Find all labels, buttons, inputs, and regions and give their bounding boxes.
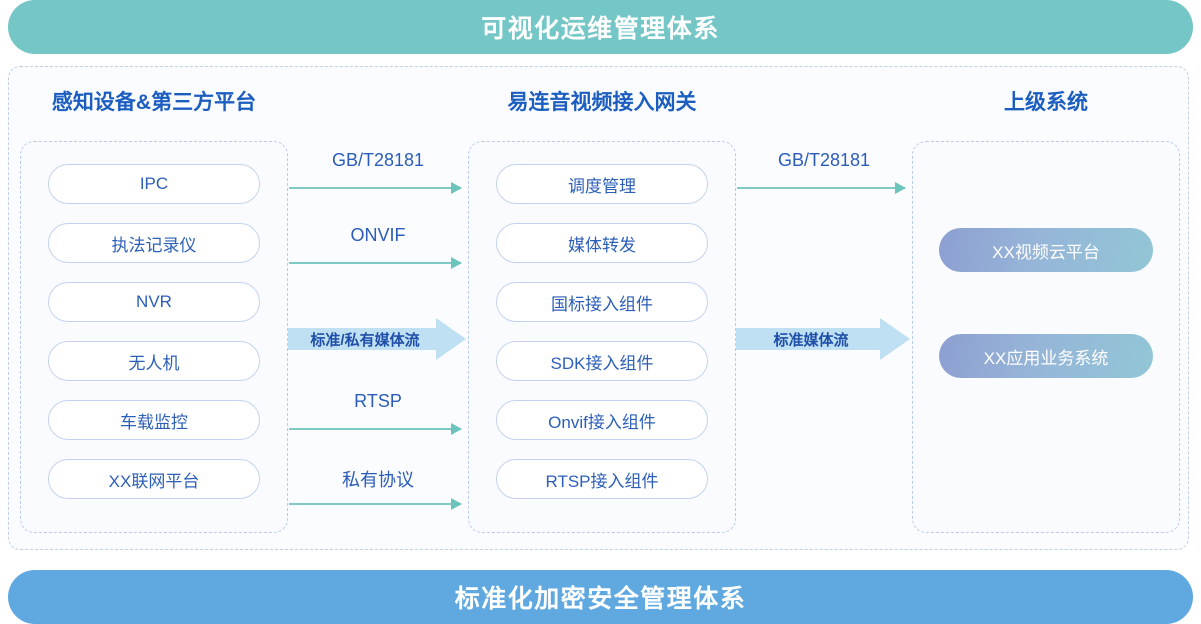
connector-blockarrow-label: 标准/私有媒体流 (310, 331, 420, 349)
top-banner: 可视化运维管理体系 (8, 0, 1193, 54)
bottom-banner-label: 标准化加密安全管理体系 (454, 585, 747, 613)
connector-label-rtsp: RTSP (354, 391, 402, 411)
list-item[interactable]: NVR (48, 282, 260, 322)
list-item[interactable]: XX联网平台 (48, 459, 260, 499)
connector-label-private-protocol: 私有协议 (342, 470, 414, 490)
column-box-left: IPC 执法记录仪 NVR 无人机 车载监控 XX联网平台 (20, 141, 288, 533)
connector-blockarrow-standard-private-media: 标准/私有媒体流 (288, 318, 466, 360)
list-item[interactable]: Onvif接入组件 (496, 400, 708, 440)
connector-arrow-onvif (289, 257, 462, 269)
list-item[interactable]: XX视频云平台 (939, 228, 1153, 272)
top-banner-label: 可视化运维管理体系 (481, 15, 720, 43)
list-item[interactable]: 无人机 (48, 341, 260, 381)
list-item[interactable]: 媒体转发 (496, 223, 708, 263)
list-item[interactable]: IPC (48, 164, 260, 204)
connector-arrow-private-protocol (289, 498, 462, 510)
left-item-list: IPC 执法记录仪 NVR 无人机 车载监控 XX联网平台 (21, 142, 287, 532)
connector-blockarrow-label: 标准媒体流 (773, 331, 849, 349)
connector-label-gbt28181-left: GB/T28181 (331, 150, 425, 170)
connector-arrow-gbt28181-right (737, 182, 906, 194)
block-arrow-shape (736, 318, 910, 360)
column-box-middle: 调度管理 媒体转发 国标接入组件 SDK接入组件 Onvif接入组件 RTSP接… (468, 141, 736, 533)
column-title-right: 上级系统 (1004, 91, 1088, 114)
column-title-middle: 易连音视频接入网关 (507, 91, 697, 114)
list-item[interactable]: RTSP接入组件 (496, 459, 708, 499)
column-title-left: 感知设备&第三方平台 (51, 91, 257, 114)
right-item-list: XX视频云平台 XX应用业务系统 (913, 142, 1179, 532)
bottom-banner: 标准化加密安全管理体系 (8, 570, 1193, 624)
connector-blockarrow-standard-media: 标准媒体流 (736, 318, 910, 360)
connector-label-gbt28181-right: GB/T28181 (777, 150, 871, 170)
middle-item-list: 调度管理 媒体转发 国标接入组件 SDK接入组件 Onvif接入组件 RTSP接… (469, 142, 735, 532)
list-item[interactable]: 国标接入组件 (496, 282, 708, 322)
column-box-right: XX视频云平台 XX应用业务系统 (912, 141, 1180, 533)
block-arrow-shape (288, 318, 466, 360)
connector-arrow-gbt28181-left (289, 182, 462, 194)
connector-arrow-rtsp (289, 423, 462, 435)
list-item[interactable]: 车载监控 (48, 400, 260, 440)
list-item[interactable]: 调度管理 (496, 164, 708, 204)
list-item[interactable]: SDK接入组件 (496, 341, 708, 381)
connector-label-onvif: ONVIF (350, 225, 406, 245)
list-item[interactable]: XX应用业务系统 (939, 334, 1153, 378)
list-item[interactable]: 执法记录仪 (48, 223, 260, 263)
